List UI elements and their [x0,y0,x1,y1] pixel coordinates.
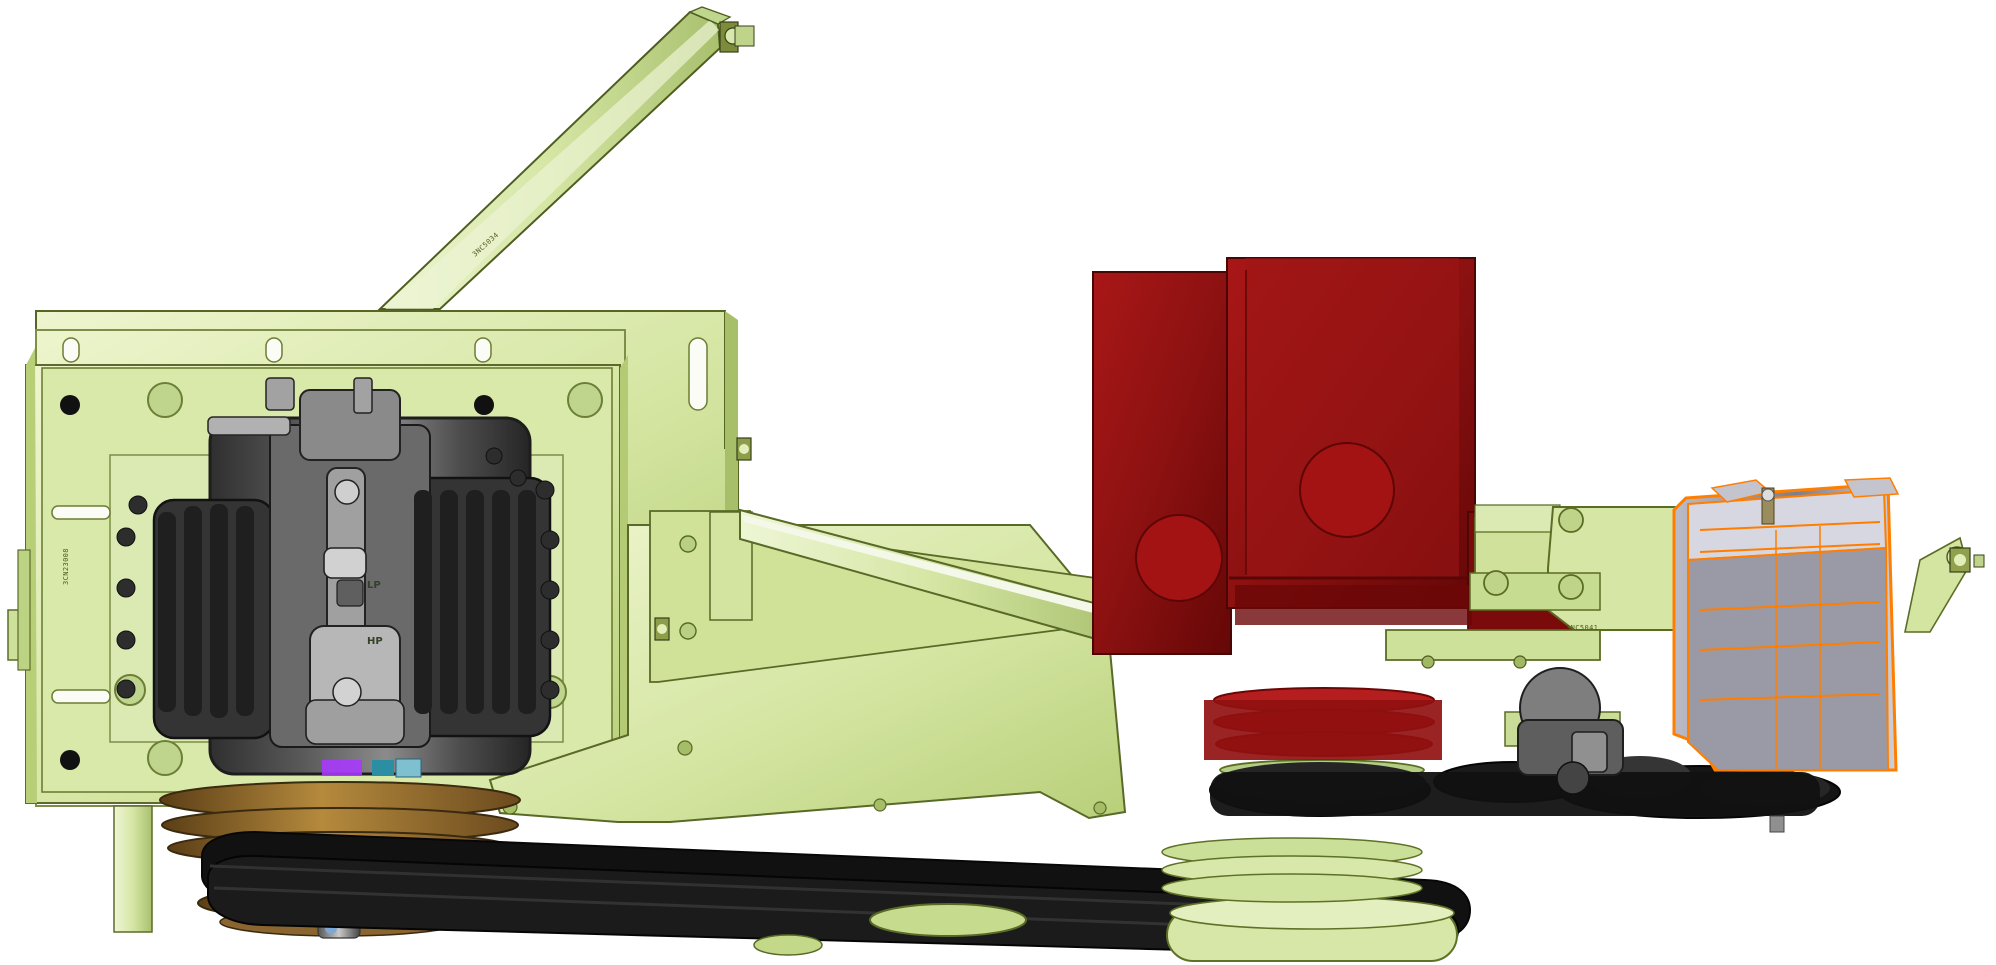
right-fasteners [654,437,1985,641]
red-housing [1092,257,1611,655]
orange-outlined-housing [1672,477,1900,833]
left-compressor: LP HP [116,377,560,778]
left-side-tabs [7,549,153,933]
lp-label: LP [367,580,381,591]
svg-text:3NC5041: 3NC5041 [1566,624,1598,632]
bracket-slots [51,337,708,704]
adjustment-arm: 3NC5034 [377,6,755,310]
center-support-plate [488,508,1131,823]
hp-label: HP [367,636,383,647]
compressor-bolts [116,447,560,700]
right-dark-pulleys [1209,667,1841,819]
lower-idler-pulleys [753,837,1458,962]
main-drive-belts [201,830,1472,958]
left-cooling-fins [158,504,254,718]
right-cooling-fins [414,490,536,714]
svg-text:3CN23008: 3CN23008 [62,548,70,585]
